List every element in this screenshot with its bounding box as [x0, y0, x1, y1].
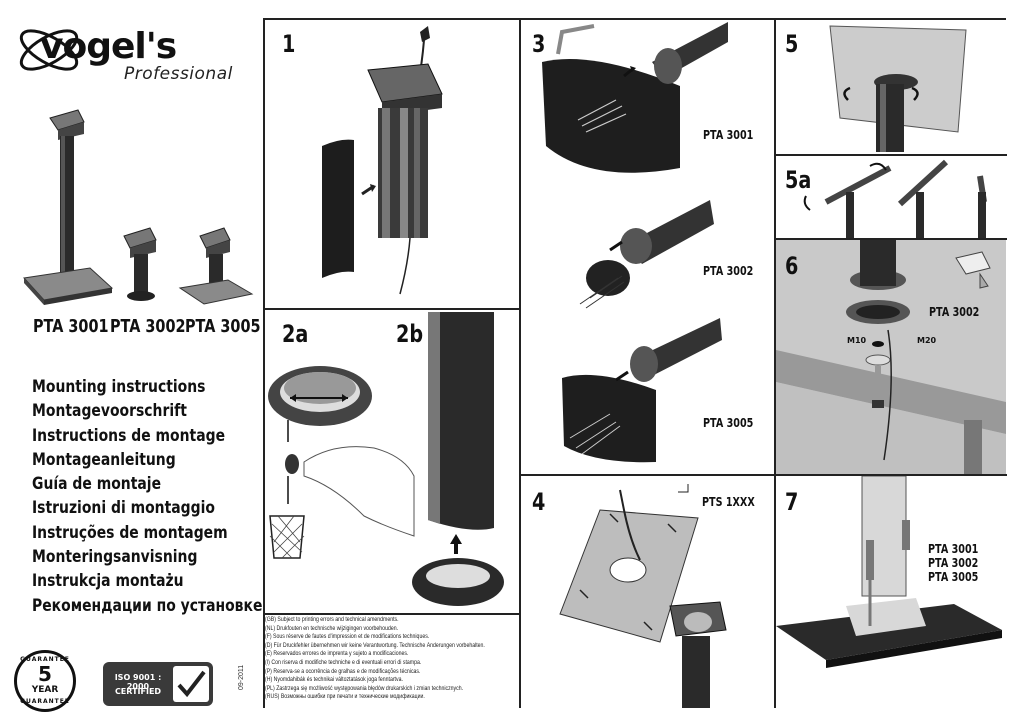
- step7-model-label: PTA 3002: [928, 556, 979, 570]
- disclaimer-line: (GB) Subject to printing errors and tech…: [265, 616, 399, 623]
- instruction-title: Montagevoorschrift: [32, 401, 187, 422]
- product-base-stand-image: [178, 227, 254, 305]
- step5-illustration: [829, 25, 967, 152]
- model-label: PTA 3001: [33, 316, 109, 337]
- step-number: 7: [785, 488, 799, 516]
- divider: [774, 238, 1007, 240]
- divider: [263, 18, 1006, 20]
- step6-model-label: PTA 3002: [929, 305, 980, 319]
- instruction-title: Guía de montaje: [32, 474, 162, 495]
- step-number: 2b: [396, 320, 424, 348]
- step2b-illustration: [412, 312, 504, 606]
- divider: [774, 154, 1007, 156]
- step1-illustration: [322, 26, 443, 295]
- instruction-title: Istruzioni di montaggio: [32, 498, 216, 519]
- step4-model-label: PTS 1XXX: [702, 495, 755, 509]
- step4-illustration: [559, 484, 727, 708]
- step-number: 2a: [282, 320, 309, 348]
- step-number: 3: [532, 30, 546, 58]
- divider: [263, 613, 520, 615]
- disclaimer-line: (RUS) Возможны ошибки при печати и техни…: [265, 693, 425, 701]
- disclaimer-line: (I) Con riserva di modifiche techniche e…: [265, 658, 422, 666]
- disclaimer-line: (P) Reserva-se a ocorrência de gralhas e…: [265, 667, 421, 675]
- guarantee-unit: YEAR: [31, 685, 59, 695]
- disclaimer-line: (NL) Drukfouten en technische wijziginge…: [265, 624, 399, 632]
- date-code: 09-2011: [238, 664, 245, 690]
- step3-illustration-b: [579, 200, 714, 309]
- instruction-title: Monteringsanvisning: [32, 547, 198, 568]
- divider: [774, 18, 776, 708]
- step7-model-label: PTA 3005: [928, 570, 979, 584]
- step-number: 5: [785, 30, 799, 58]
- disclaimer-line: (F) Sous réserve de fautes d'impression …: [265, 633, 430, 641]
- instruction-title: Рекомендации по установке: [32, 595, 263, 616]
- m10-label: M10: [847, 336, 867, 345]
- step3-model-label: PTA 3002: [703, 264, 754, 278]
- step7-model-label: PTA 3001: [928, 542, 979, 556]
- iso-line1: ISO 9001 : 2000: [114, 673, 162, 691]
- instruction-title: Instructions de montage: [32, 425, 226, 446]
- divider: [519, 474, 1007, 476]
- instruction-title: Mounting instructions: [32, 377, 206, 397]
- instruction-title: Instrukcja montażu: [32, 571, 184, 592]
- step-number: 4: [532, 488, 546, 516]
- instruction-title: Montageanleitung: [32, 449, 176, 470]
- divider: [263, 308, 520, 310]
- brand-tagline: Professional: [124, 64, 233, 84]
- iso-badge: ISO 9001 : 2000 CERTIFIED: [103, 662, 213, 706]
- allen-key-icon: [556, 24, 595, 55]
- step3-model-label: PTA 3005: [703, 416, 754, 430]
- step-number: 5a: [785, 166, 812, 194]
- step3-illustration-a: [542, 22, 728, 173]
- guarantee-bottom-text: GUARANTEE: [20, 698, 70, 705]
- step7-illustration: [776, 476, 1002, 668]
- iso-line2: CERTIFIED: [114, 687, 162, 696]
- model-label: PTA 3005: [185, 316, 261, 337]
- guarantee-badge: GUARANTEE 5 YEAR GUARANTEE: [14, 650, 76, 712]
- m20-label: M20: [917, 336, 937, 345]
- instruction-titles: Mounting instructions Montagevoorschrift…: [32, 375, 313, 618]
- checkmark-icon: [177, 670, 206, 698]
- disclaimer: (GB) Subject to printing errors and tech…: [265, 616, 524, 702]
- disclaimer-line: (PL) Zastrzega się możliwość występowani…: [265, 684, 464, 692]
- divider: [519, 18, 521, 708]
- guarantee-years: 5: [38, 662, 52, 686]
- model-label: PTA 3002: [110, 316, 186, 337]
- vogels-logo: [19, 29, 79, 71]
- step3-model-label: PTA 3001: [703, 128, 754, 142]
- step2a-illustration: [268, 366, 415, 559]
- guarantee-top-text: GUARANTEE: [20, 656, 70, 663]
- step-number: 6: [785, 252, 799, 280]
- product-tall-stand-image: [23, 109, 114, 305]
- disclaimer-line: (D) Für Druckfehler übernehmen wir keine…: [265, 641, 485, 649]
- divider: [263, 18, 265, 708]
- brand-name: vogel's: [40, 26, 177, 67]
- instruction-title: Instruções de montagem: [32, 522, 228, 543]
- step3-illustration-c: [562, 318, 722, 463]
- product-short-stand-image: [123, 227, 157, 301]
- disclaimer-line: (E) Reservados errores de imprenta y suj…: [265, 650, 409, 658]
- iso-check-box: [173, 666, 209, 702]
- step5a-illustration: [803, 159, 987, 238]
- step-number: 1: [282, 30, 296, 58]
- disclaimer-line: (H) Nyomdahibák és technikai változtatás…: [265, 676, 403, 684]
- step6-illustration: [776, 240, 1006, 474]
